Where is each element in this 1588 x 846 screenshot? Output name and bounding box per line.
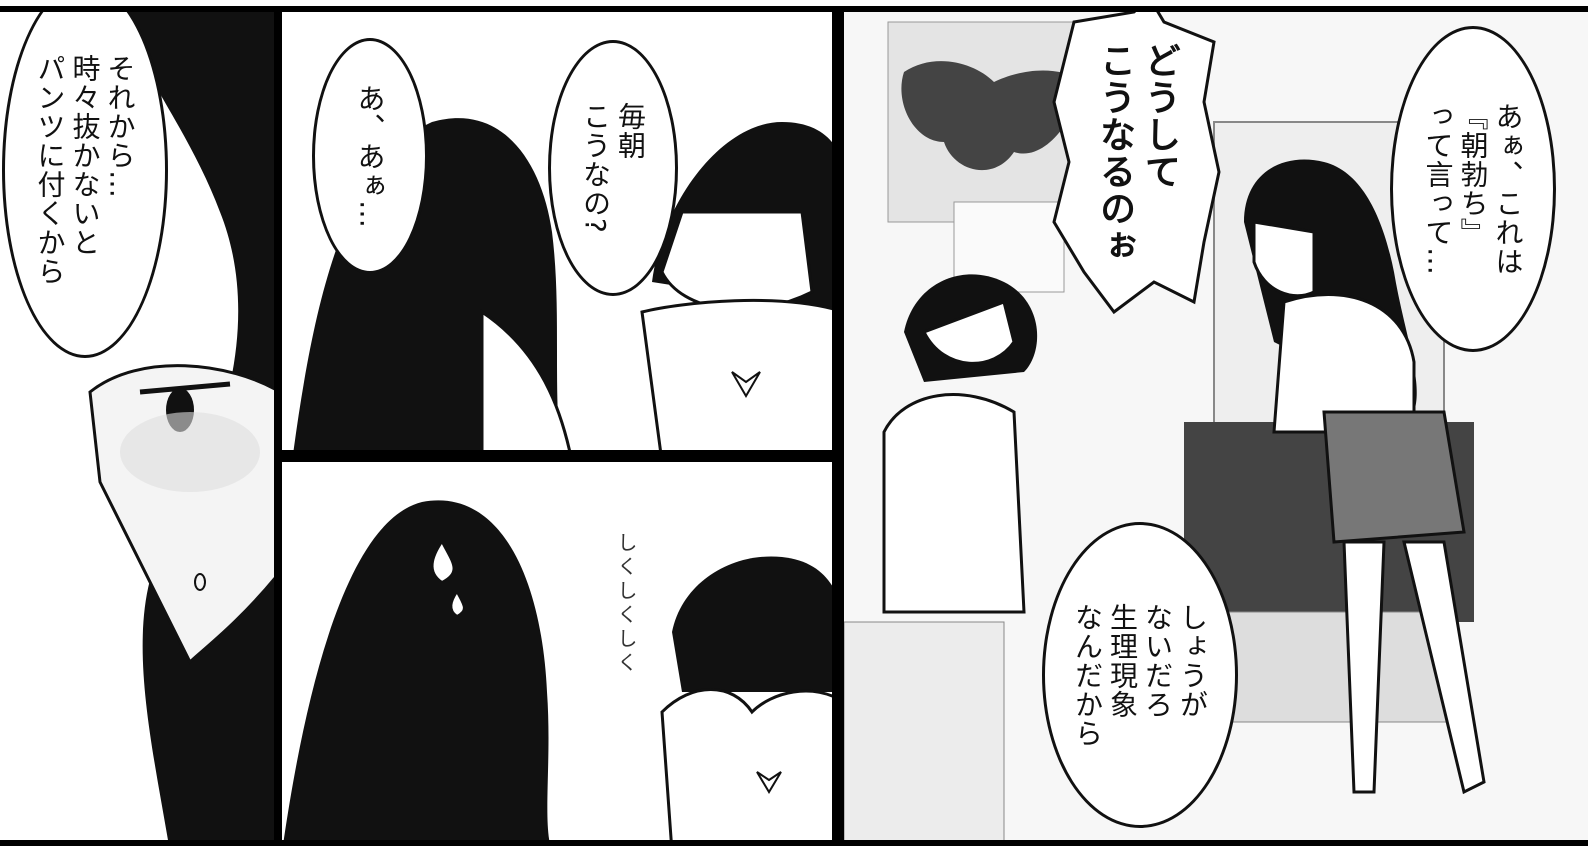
speech-bubble-p2-left: あ、あぁ… — [312, 38, 428, 274]
speech-bubble-p2-right: 毎朝 こうなの? — [548, 40, 678, 296]
speech-text-p4-top: あぁ、これは 『朝勃ち』 って言って… — [1421, 102, 1525, 276]
speech-bubble-p4-top: あぁ、これは 『朝勃ち』 って言って… — [1390, 26, 1556, 352]
panel-2-art — [293, 118, 832, 450]
panel-4-art — [844, 21, 1486, 840]
shout-bubble-shape — [1052, 12, 1221, 315]
speech-text-p2-left: あ、あぁ… — [353, 83, 387, 229]
speech-text-p2-right: 毎朝 こうなの? — [579, 102, 647, 234]
panel-4: どうして こうなるのぉ あぁ、これは 『朝勃ち』 って言って… しょうが ないだ… — [838, 6, 1588, 846]
shout-bubble-p4: どうして こうなるのぉ — [1044, 12, 1224, 332]
speech-bubble-p1: それから… 時々抜かないと パンツに付くから — [2, 12, 168, 358]
panel-1-art — [88, 12, 274, 840]
speech-bubble-p4-bottom: しょうが ないだろ 生理現象 なんだから — [1042, 522, 1238, 828]
panel-2: あ、あぁ… 毎朝 こうなの? — [276, 6, 838, 456]
panel-1: それから… 時々抜かないと パンツに付くから — [0, 6, 280, 846]
panel-3-art — [283, 500, 832, 840]
shout-text-p4: どうして こうなるのぉ — [1094, 42, 1180, 264]
sfx-crying: しくしくしく — [614, 532, 638, 676]
speech-text-p1: それから… 時々抜かないと パンツに付くから — [33, 54, 137, 286]
panel-3: しくしくしく — [276, 456, 838, 846]
speech-text-p4-bottom: しょうが ないだろ 生理現象 なんだから — [1071, 602, 1209, 748]
